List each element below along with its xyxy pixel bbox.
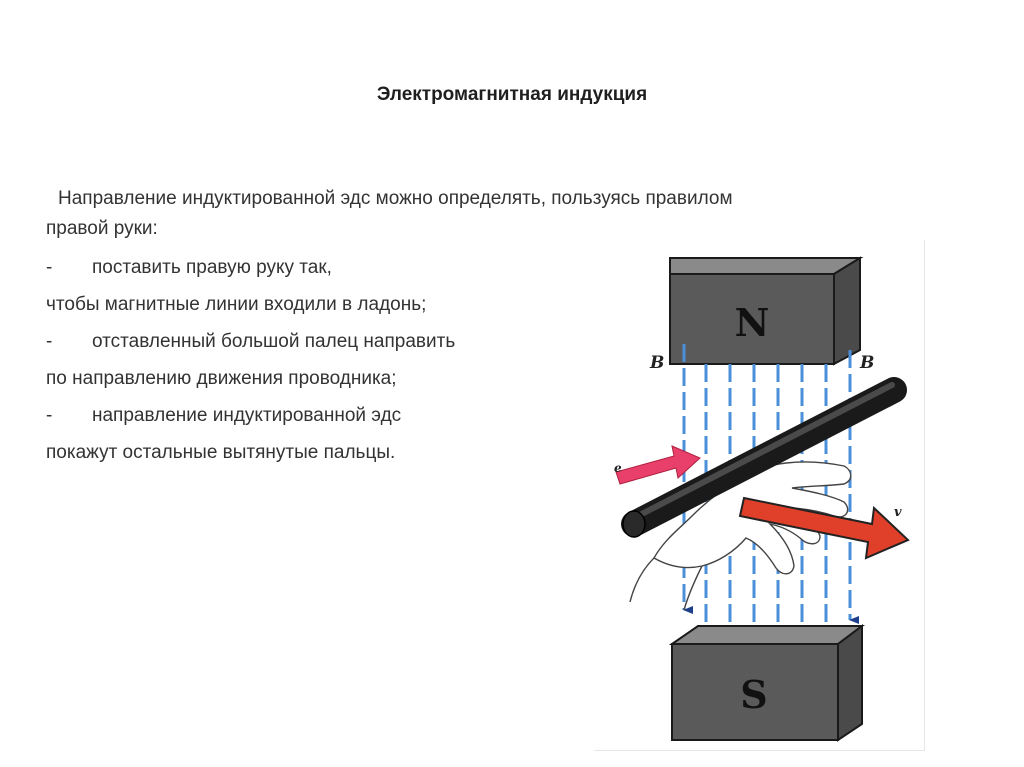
south-magnet: S: [668, 624, 865, 742]
list-item: покажут остальные вытянутые пальцы.: [46, 434, 946, 471]
intro-line-1: Направление индуктированной эдс можно оп…: [58, 188, 733, 209]
hand-drawing: [629, 461, 852, 611]
list-item-text: чтобы магнитные линии входили в ладонь;: [46, 294, 427, 315]
velocity-label: v: [894, 505, 902, 520]
current-arrow: e: [614, 445, 701, 485]
list-item: чтобы магнитные линии входили в ладонь;: [46, 286, 946, 323]
list-item: - поставить правую руку так,: [46, 249, 946, 286]
current-label: e: [614, 461, 622, 475]
list-bullet: -: [46, 331, 53, 352]
figure-svg: N B B: [614, 256, 910, 742]
field-label-right: B: [859, 353, 874, 373]
slide-body: Направление индуктированной эдс можно оп…: [46, 184, 946, 471]
list-item-text: отставленный большой палец направить: [92, 331, 456, 352]
south-label: S: [740, 672, 767, 717]
list-item: - направление индуктированной эдс: [46, 397, 946, 434]
north-label: N: [735, 300, 770, 345]
north-magnet: N: [669, 256, 864, 366]
list-item-text: поставить правую руку так,: [92, 257, 332, 278]
list-item-text: по направлению движения проводника;: [46, 368, 397, 389]
list-item-text: покажут остальные вытянутые пальцы.: [46, 442, 396, 463]
list-bullet: -: [46, 405, 53, 426]
list-bullet: -: [46, 257, 53, 278]
slide-title: Электромагнитная индукция: [376, 84, 648, 105]
list-item: - отставленный большой палец направить: [46, 323, 946, 360]
list-item-text: направление индуктированной эдс: [92, 405, 402, 426]
right-hand-rule-figure: N B B: [594, 240, 925, 751]
velocity-arrow: v: [738, 496, 910, 560]
field-label-left: B: [649, 353, 664, 373]
list-item: по направлению движения проводника;: [46, 360, 946, 397]
conductor-rod: [621, 377, 907, 538]
intro-line-2: правой руки:: [46, 218, 158, 239]
intro-paragraph: Направление индуктированной эдс можно оп…: [46, 184, 946, 244]
